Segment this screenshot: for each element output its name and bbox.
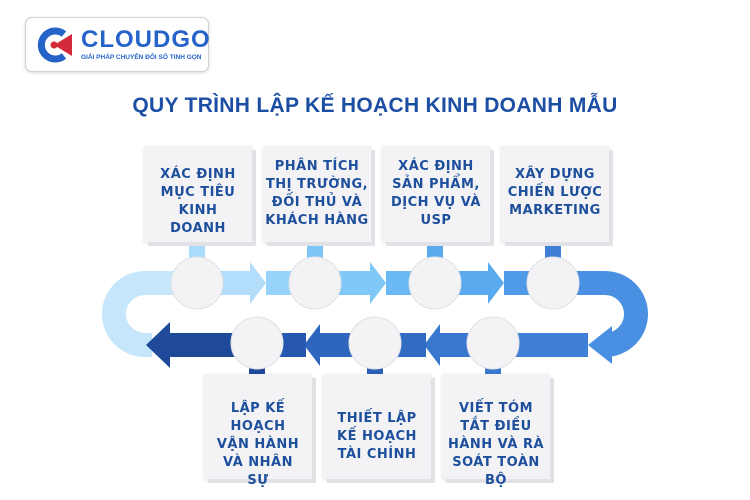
flow-arrow-right-1 bbox=[210, 262, 266, 304]
step-card-6: THIẾT LẬP KẾ HOẠCH TÀI CHÍNH bbox=[323, 374, 431, 479]
flow-arrow-left-3 bbox=[146, 322, 244, 368]
step-label: XÁC ĐỊNH SẢN PHẨM, DỊCH VỤ VÀ USP bbox=[391, 159, 481, 228]
step-node bbox=[288, 256, 342, 310]
step-label: XÁC ĐỊNH MỤC TIÊU KINH DOANH bbox=[160, 167, 236, 236]
flow-arrow-left-turn bbox=[588, 326, 612, 364]
step-nodes bbox=[170, 256, 580, 370]
right-uturn bbox=[560, 271, 648, 357]
step-node bbox=[170, 256, 224, 310]
step-card-4: XÂY DỰNG CHIẾN LƯỢC MARKETING bbox=[501, 146, 609, 242]
step-label: VIẾT TÓM TẮT ĐIỀU HÀNH VÀ RÀ SOÁT TOÀN B… bbox=[447, 401, 545, 488]
flow-arrow-right-3 bbox=[448, 262, 504, 304]
brand-name: CLOUDGO bbox=[81, 26, 211, 53]
flow-arrow-left-1 bbox=[424, 324, 480, 366]
left-uturn bbox=[102, 271, 185, 357]
step-label: PHÂN TÍCH THỊ TRƯỜNG, ĐỐI THỦ VÀ KHÁCH H… bbox=[265, 159, 369, 228]
step-label: THIẾT LẬP KẾ HOẠCH TÀI CHÍNH bbox=[337, 411, 417, 462]
flow-arrow-left-2 bbox=[304, 324, 362, 366]
flow-arrow-right-2 bbox=[328, 262, 386, 304]
step-card-5: VIẾT TÓM TẮT ĐIỀU HÀNH VÀ RÀ SOÁT TOÀN B… bbox=[442, 374, 550, 488]
step-node bbox=[348, 316, 402, 370]
step-node bbox=[230, 316, 284, 370]
brand-tagline: GIẢI PHÁP CHUYỂN ĐỔI SỐ TINH GỌN bbox=[81, 54, 202, 61]
cloudgo-logo-icon bbox=[37, 27, 72, 63]
step-node bbox=[526, 256, 580, 310]
step-card-3: XÁC ĐỊNH SẢN PHẨM, DỊCH VỤ VÀ USP bbox=[382, 146, 490, 242]
brand-logo: CLOUDGO GIẢI PHÁP CHUYỂN ĐỔI SỐ TINH GỌN bbox=[25, 17, 211, 72]
step-card-7: LẬP KẾ HOẠCH VẬN HÀNH VÀ NHÂN SỰ bbox=[204, 374, 312, 488]
step-label: XÂY DỰNG CHIẾN LƯỢC MARKETING bbox=[507, 167, 603, 218]
step-card-1: XÁC ĐỊNH MỤC TIÊU KINH DOANH bbox=[144, 146, 252, 242]
page-title: QUY TRÌNH LẬP KẾ HOẠCH KINH DOANH MẪU bbox=[132, 94, 618, 117]
step-label: LẬP KẾ HOẠCH VẬN HÀNH VÀ NHÂN SỰ bbox=[216, 401, 300, 488]
step-node bbox=[466, 316, 520, 370]
step-card-2: PHÂN TÍCH THỊ TRƯỜNG, ĐỐI THỦ VÀ KHÁCH H… bbox=[263, 146, 371, 242]
step-node bbox=[408, 256, 462, 310]
